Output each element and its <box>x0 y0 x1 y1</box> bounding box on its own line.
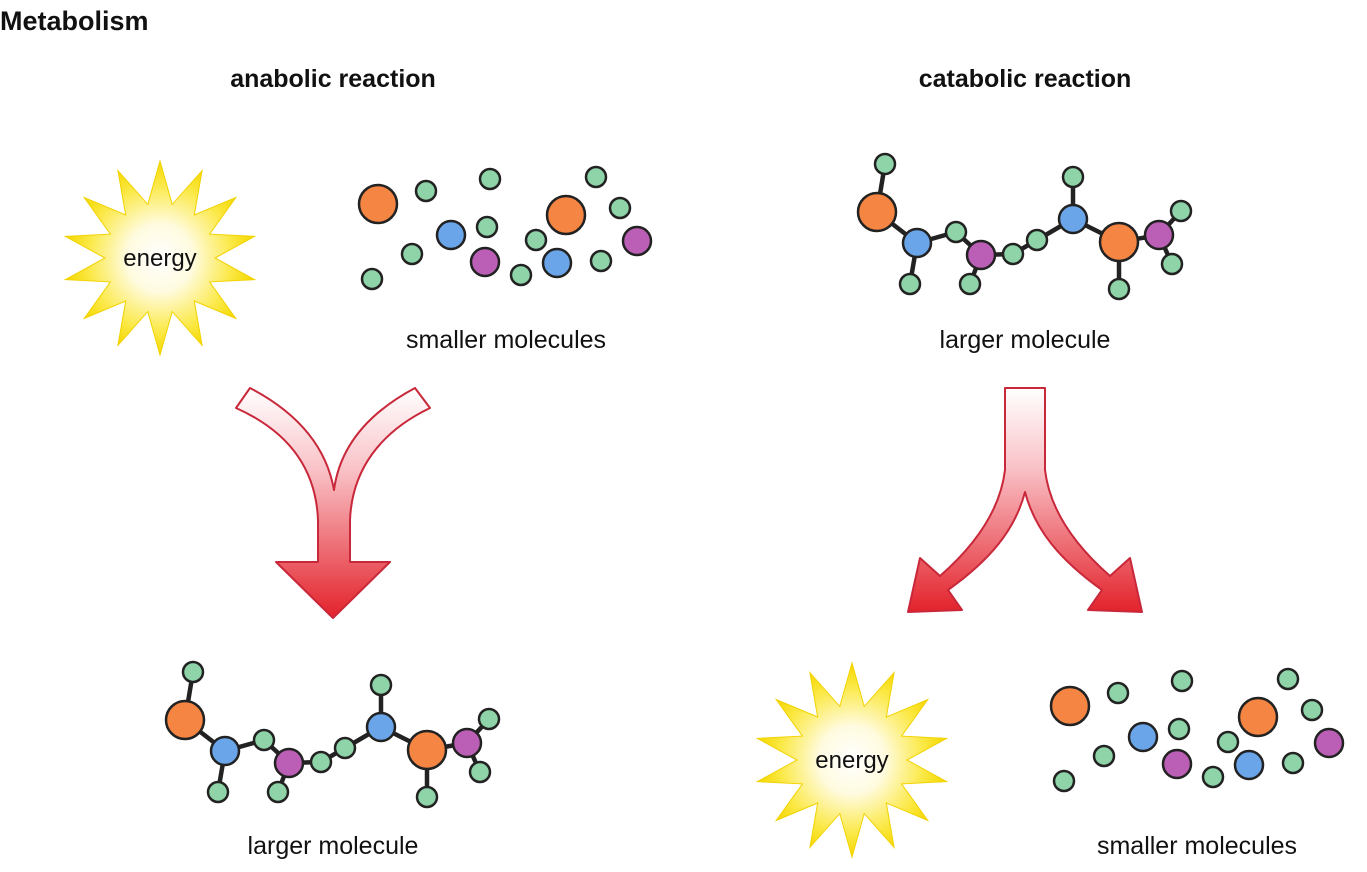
green-atom <box>1216 730 1240 754</box>
green-atom <box>369 673 393 697</box>
green-atom <box>524 228 548 252</box>
orange-atom <box>856 191 898 233</box>
blue-atom <box>1057 203 1089 235</box>
green-atom <box>206 780 230 804</box>
green-atom <box>1061 165 1085 189</box>
green-atom <box>1281 751 1305 775</box>
green-atom <box>1025 228 1049 252</box>
anabolic-input-label: smaller molecules <box>406 326 606 354</box>
green-atom <box>475 215 499 239</box>
green-atom <box>1167 717 1191 741</box>
green-atom <box>181 660 205 684</box>
purple-atom <box>451 727 483 759</box>
catabolic-larger-molecule <box>856 152 1193 301</box>
orange-atom <box>1098 221 1140 263</box>
green-atom <box>309 750 333 774</box>
green-atom <box>1107 277 1131 301</box>
green-atom <box>1276 667 1300 691</box>
catabolic-input-label: larger molecule <box>940 326 1111 354</box>
green-atom <box>944 220 968 244</box>
green-atom <box>509 263 533 287</box>
orange-atom <box>1237 696 1279 738</box>
orange-atom <box>1049 685 1091 727</box>
orange-atom <box>357 183 399 225</box>
green-atom <box>584 165 608 189</box>
blue-atom <box>365 711 397 743</box>
green-atom <box>360 267 384 291</box>
purple-atom <box>1143 219 1175 251</box>
green-atom <box>1300 698 1324 722</box>
green-atom <box>958 272 982 296</box>
purple-atom <box>1313 727 1345 759</box>
catabolic-heading: catabolic reaction <box>919 65 1132 93</box>
green-atom <box>898 272 922 296</box>
anabolic-larger-molecule <box>164 660 501 809</box>
energy-burst-icon <box>63 159 257 357</box>
green-atom <box>608 196 632 220</box>
green-atom <box>1170 669 1194 693</box>
green-atom <box>1001 242 1025 266</box>
green-atom <box>266 780 290 804</box>
green-atom <box>415 785 439 809</box>
green-atom <box>1092 744 1116 768</box>
anabolic-energy-burst: energy <box>63 159 257 357</box>
green-atom <box>873 152 897 176</box>
anabolic-output-label: larger molecule <box>248 832 419 860</box>
purple-atom <box>273 747 305 779</box>
green-atom <box>589 249 613 273</box>
green-atom <box>478 167 502 191</box>
green-atom <box>1160 252 1184 276</box>
catabolic-energy-burst: energy <box>755 661 949 859</box>
anabolic-energy-label: energy <box>123 245 196 272</box>
green-atom <box>252 728 276 752</box>
split-arrow-icon <box>907 387 1143 613</box>
blue-atom <box>435 219 467 251</box>
orange-atom <box>406 729 448 771</box>
purple-atom <box>469 246 501 278</box>
orange-atom <box>545 194 587 236</box>
purple-atom <box>1161 748 1193 780</box>
catabolic-smaller-molecules <box>1049 667 1345 793</box>
green-atom <box>1169 199 1193 223</box>
green-atom <box>468 760 492 784</box>
green-atom <box>1201 765 1225 789</box>
blue-atom <box>209 735 241 767</box>
green-atom <box>414 179 438 203</box>
catabolic-energy-label: energy <box>815 747 888 774</box>
catabolic-output-label: smaller molecules <box>1097 832 1297 860</box>
blue-atom <box>541 247 573 279</box>
blue-atom <box>1233 749 1265 781</box>
green-atom <box>400 242 424 266</box>
merge-arrow-icon <box>235 387 431 619</box>
purple-atom <box>621 225 653 257</box>
anabolic-smaller-molecules <box>357 165 653 291</box>
green-atom <box>333 736 357 760</box>
blue-atom <box>901 227 933 259</box>
page-title: Metabolism <box>0 6 149 36</box>
purple-atom <box>965 239 997 271</box>
anabolic-heading: anabolic reaction <box>230 65 436 93</box>
blue-atom <box>1127 721 1159 753</box>
orange-atom <box>164 699 206 741</box>
green-atom <box>1106 681 1130 705</box>
green-atom <box>477 707 501 731</box>
green-atom <box>1052 769 1076 793</box>
energy-burst-icon <box>755 661 949 859</box>
